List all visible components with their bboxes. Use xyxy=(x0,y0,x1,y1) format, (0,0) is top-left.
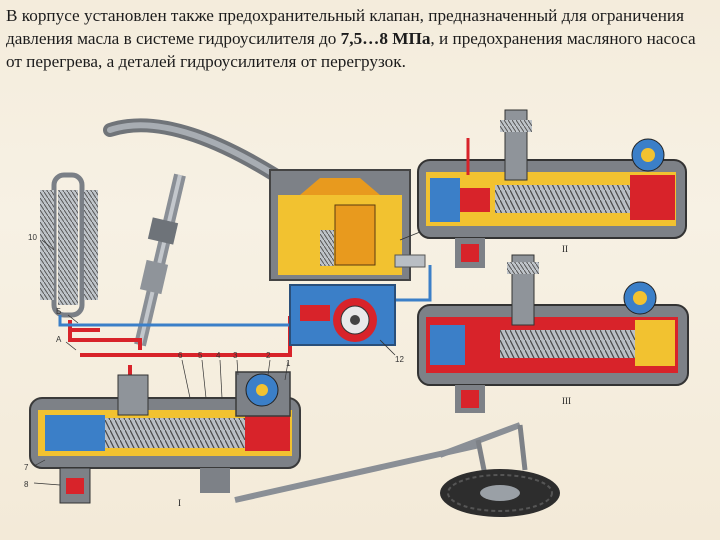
label-12: 12 xyxy=(395,355,404,364)
label-5: 5 xyxy=(198,351,203,360)
label-3: 3 xyxy=(233,351,238,360)
label-6: 6 xyxy=(178,351,183,360)
label-1: 1 xyxy=(286,359,291,368)
caption-emphasis: 7,5…8 МПа xyxy=(341,29,431,48)
label-10: 10 xyxy=(28,233,37,242)
label-B: Б xyxy=(56,307,61,316)
steering-column xyxy=(140,175,180,345)
label-roman-III: III xyxy=(562,396,571,406)
road-wheel xyxy=(440,469,560,517)
label-roman-I: I xyxy=(178,498,181,508)
label-4: 4 xyxy=(216,351,221,360)
label-A: А xyxy=(56,335,62,344)
oil-pump-reservoir xyxy=(270,170,425,345)
oil-cooler xyxy=(40,175,98,315)
label-roman-II: II xyxy=(562,244,568,254)
cutaway-iii xyxy=(418,255,688,413)
steering-wheel xyxy=(110,125,275,175)
label-7: 7 xyxy=(24,463,29,472)
caption-text: В корпусе установлен также предохранител… xyxy=(6,4,712,73)
label-2: 2 xyxy=(266,351,271,360)
cutaway-ii xyxy=(418,110,686,268)
steering-gear-main xyxy=(30,372,300,503)
label-8: 8 xyxy=(24,480,29,489)
